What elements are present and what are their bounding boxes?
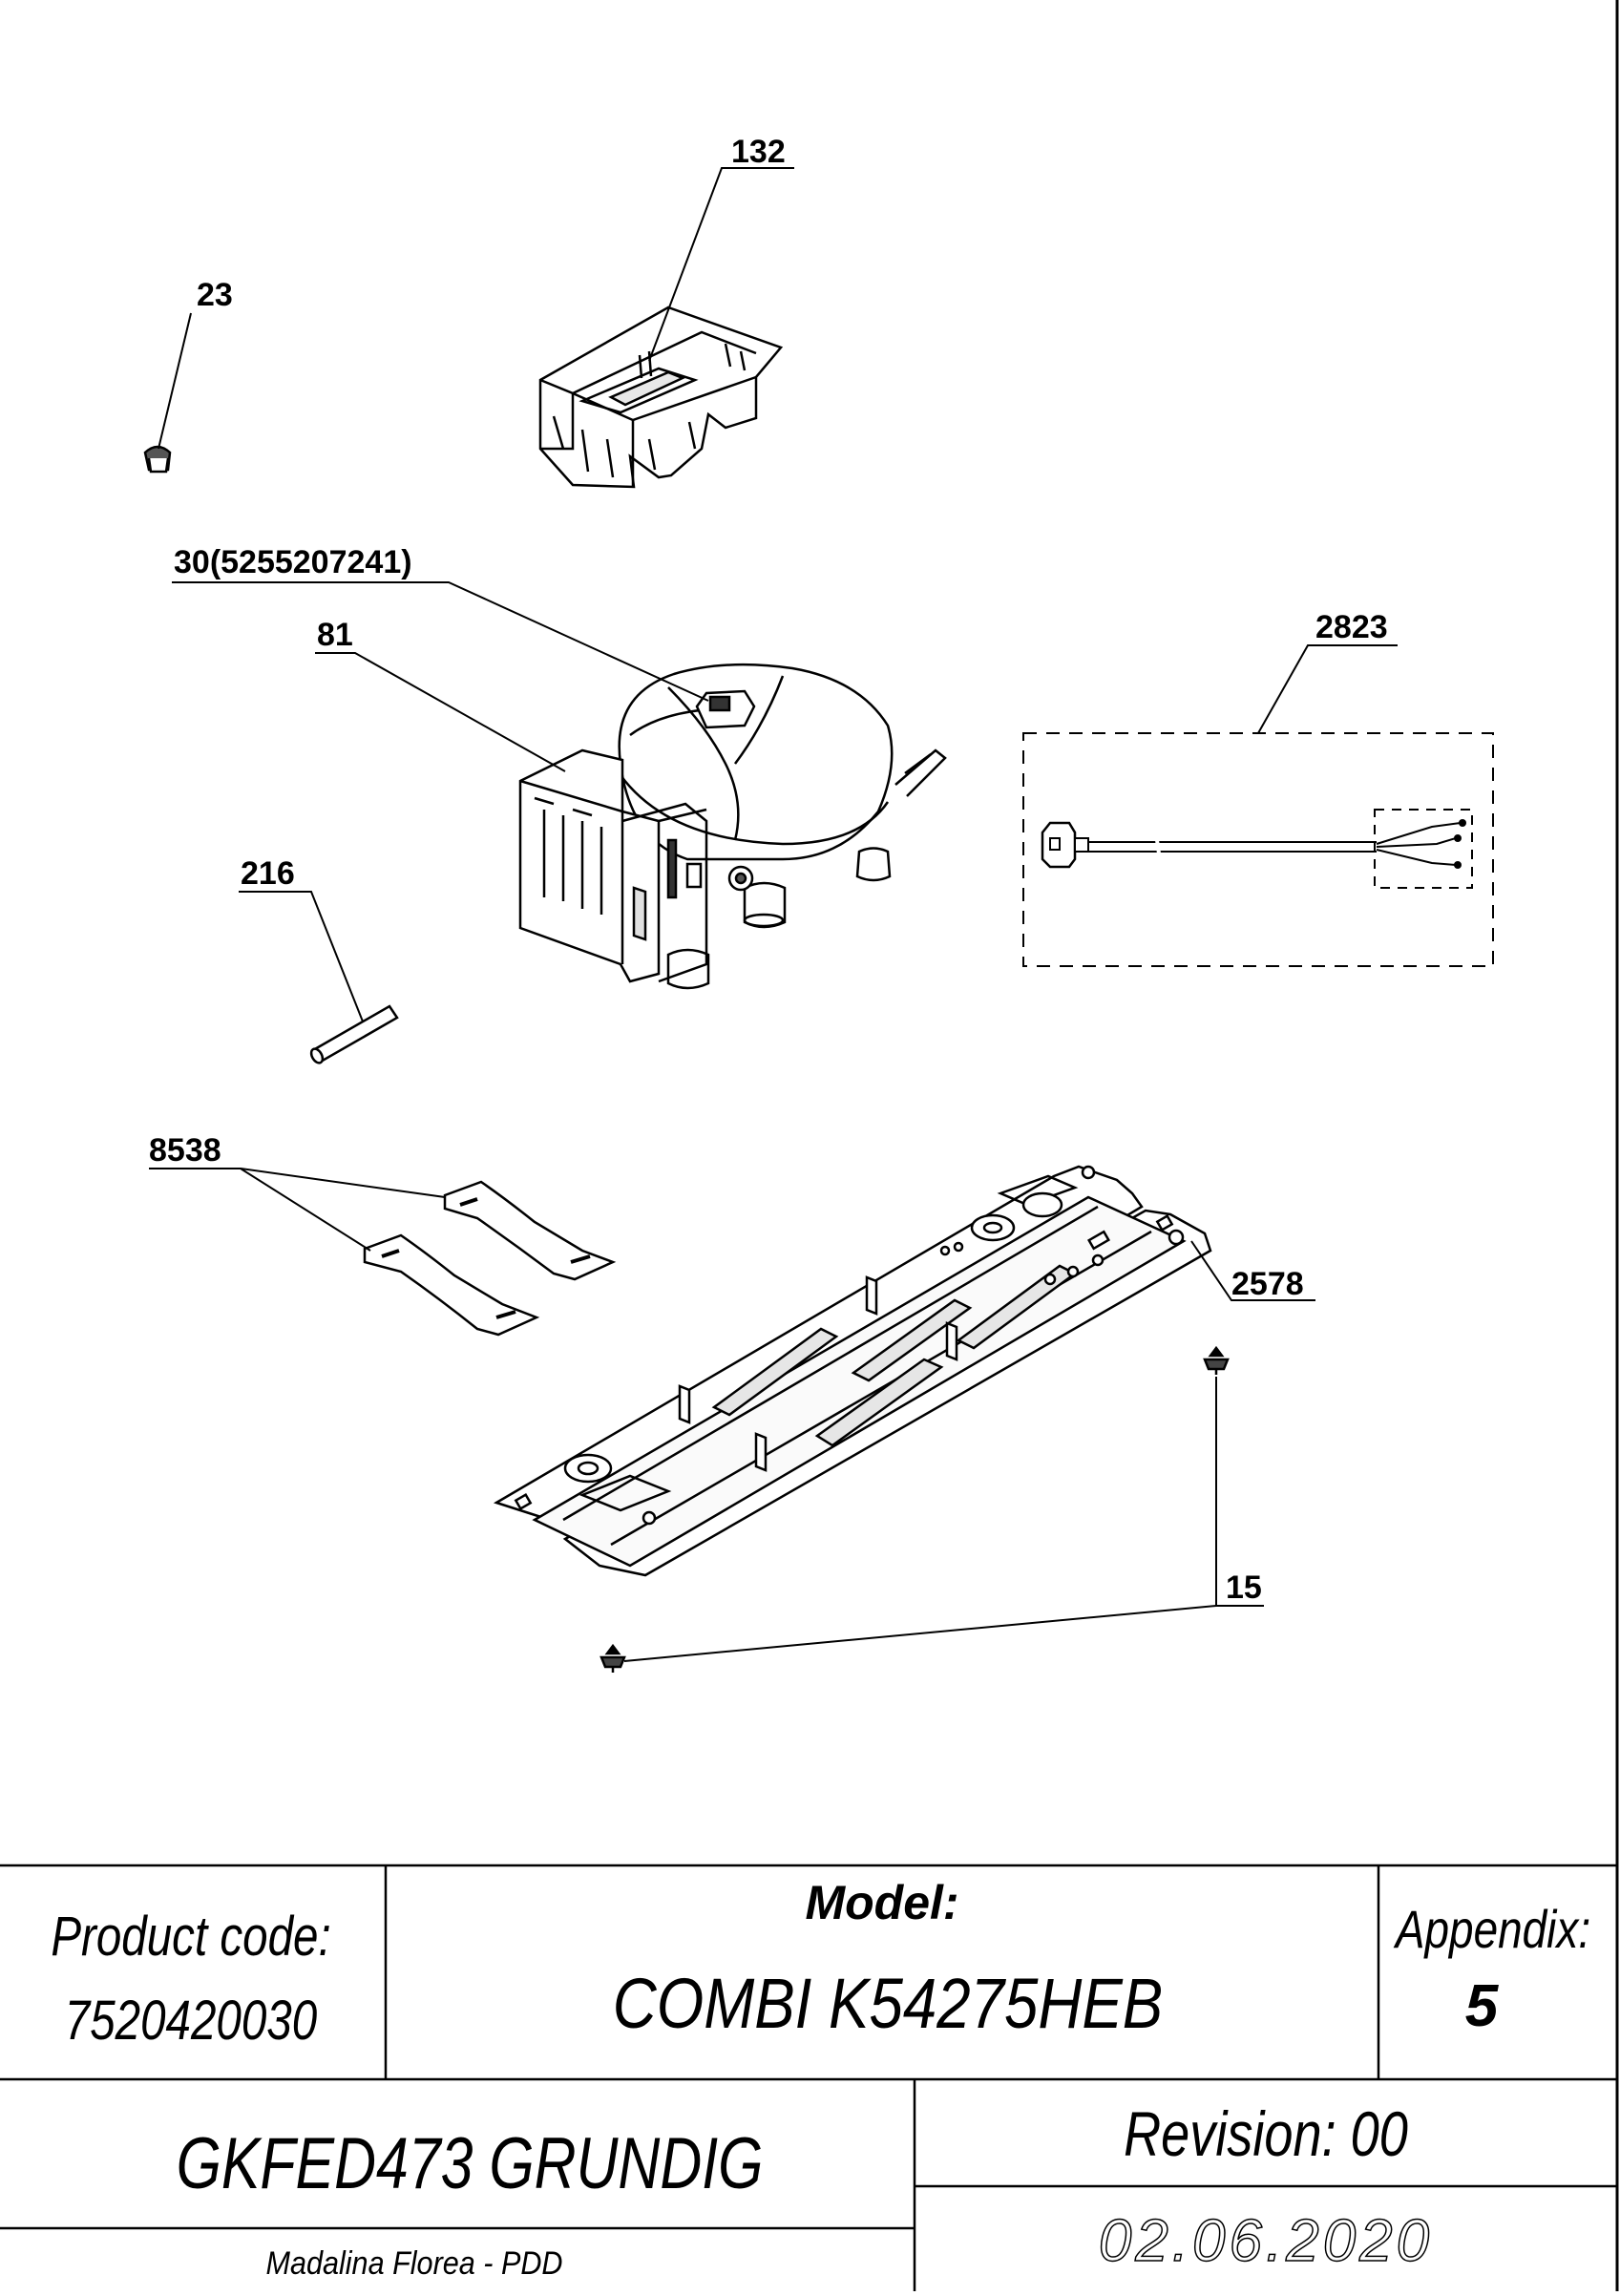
part-23-grommet xyxy=(143,445,172,474)
callout-216: 216 xyxy=(241,855,295,892)
callout-8538: 8538 xyxy=(149,1132,221,1169)
leader-8538 xyxy=(149,1168,446,1252)
model-value: COMBI K54275HEB xyxy=(613,1965,1163,2044)
leader-2578 xyxy=(1190,1240,1315,1301)
callout-81: 81 xyxy=(317,617,353,653)
leader-23 xyxy=(158,312,192,450)
part-8538-pads xyxy=(363,1180,617,1337)
date: 02.06.2020 xyxy=(1099,2208,1433,2274)
product-code-label: Product code: xyxy=(51,1906,330,1969)
callout-30: 30(5255207241) xyxy=(174,544,412,580)
revision: Revision: 00 xyxy=(1124,2098,1408,2169)
appendix-label: Appendix: xyxy=(1393,1900,1590,1959)
part-15-screws xyxy=(600,1345,1230,1673)
leader-81 xyxy=(315,652,566,772)
part-132-tray xyxy=(538,305,784,489)
leader-30 xyxy=(172,581,709,702)
part-2823-power-cord xyxy=(1022,732,1494,967)
callout-2578: 2578 xyxy=(1231,1266,1304,1302)
appendix-value: 5 xyxy=(1465,1973,1500,2039)
product-code-value: 7520420030 xyxy=(65,1991,318,2053)
callout-2823: 2823 xyxy=(1315,609,1388,645)
product-name: GKFED473 GRUNDIG xyxy=(177,2123,764,2204)
leader-2823 xyxy=(1257,644,1398,734)
part-216-rod xyxy=(309,1004,399,1064)
part-2578-base-plate xyxy=(493,1165,1212,1577)
callout-132: 132 xyxy=(731,134,786,170)
title-block xyxy=(0,1864,1617,2291)
model-label: Model: xyxy=(805,1876,958,1929)
leader-15 xyxy=(623,1377,1264,1662)
leader-216 xyxy=(239,891,364,1022)
leader-132 xyxy=(648,167,794,362)
part-30-compressor xyxy=(618,663,947,990)
callout-15: 15 xyxy=(1226,1569,1262,1606)
part-81-relay-box xyxy=(518,748,708,983)
callout-23: 23 xyxy=(197,277,233,313)
author: Madalina Florea - PDD xyxy=(265,2245,562,2282)
